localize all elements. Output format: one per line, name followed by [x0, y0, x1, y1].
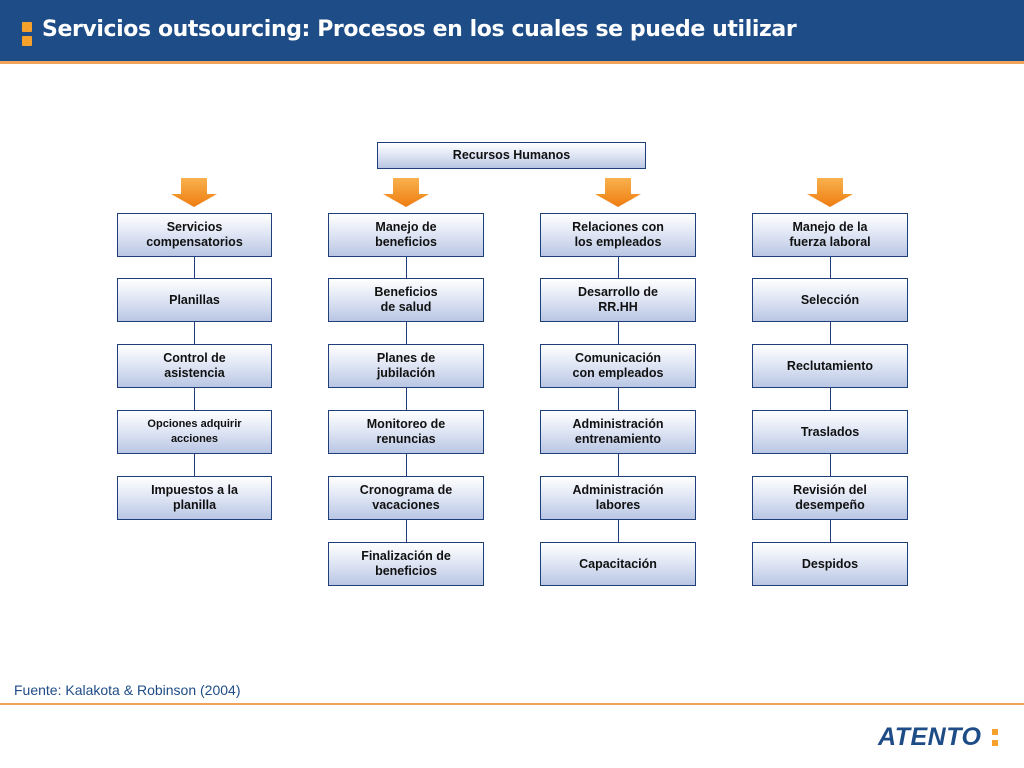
connector-line [830, 520, 831, 542]
col-3-item-node: Comunicación con empleados [540, 344, 696, 388]
connector-line [830, 322, 831, 344]
connector-line [830, 388, 831, 410]
connector-line [406, 454, 407, 476]
connector-line [406, 257, 407, 278]
source-citation: Fuente: Kalakota & Robinson (2004) [14, 682, 241, 698]
col-1-item-node: Control de asistencia [117, 344, 272, 388]
col-4-item-node: Revisión del desempeño [752, 476, 908, 520]
connector-line [618, 388, 619, 410]
logo-wordmark: ATENTO [877, 723, 982, 751]
col-1-item-node: Opciones adquirir acciones [117, 410, 272, 454]
connector-line [618, 322, 619, 344]
connector-line [830, 454, 831, 476]
down-arrow-icon [383, 178, 429, 207]
col-2-item-node: Finalización de beneficios [328, 542, 484, 586]
col-3-item-node: Administración entrenamiento [540, 410, 696, 454]
connector-line [194, 388, 195, 410]
col-2-item-node: Cronograma de vacaciones [328, 476, 484, 520]
connector-line [194, 454, 195, 476]
page-title: Servicios outsourcing: Procesos en los c… [42, 17, 797, 42]
down-arrow-icon [595, 178, 641, 207]
col-2-item-node: Monitoreo de renuncias [328, 410, 484, 454]
col-4-item-node: Despidos [752, 542, 908, 586]
connector-line [194, 257, 195, 278]
connector-line [194, 322, 195, 344]
col-2-item-node: Beneficios de salud [328, 278, 484, 322]
connector-line [618, 454, 619, 476]
connector-line [406, 322, 407, 344]
col-1-item-node: Impuestos a la planilla [117, 476, 272, 520]
connector-line [618, 520, 619, 542]
colon-mark-icon [22, 22, 32, 48]
connector-line [406, 520, 407, 542]
connector-line [406, 388, 407, 410]
col-3-item-node: Capacitación [540, 542, 696, 586]
col-3-head-node: Relaciones con los empleados [540, 213, 696, 257]
title-bar: Servicios outsourcing: Procesos en los c… [0, 0, 1024, 64]
col-2-head-node: Manejo de beneficios [328, 213, 484, 257]
footer-divider [0, 703, 1024, 705]
col-4-item-node: Selección [752, 278, 908, 322]
connector-line [618, 257, 619, 278]
col-4-head-node: Manejo de la fuerza laboral [752, 213, 908, 257]
atento-logo: ATENTO [877, 723, 998, 751]
down-arrow-icon [807, 178, 853, 207]
col-4-item-node: Traslados [752, 410, 908, 454]
col-3-item-node: Desarrollo de RR.HH [540, 278, 696, 322]
col-3-item-node: Administración labores [540, 476, 696, 520]
col-4-item-node: Reclutamiento [752, 344, 908, 388]
col-2-item-node: Planes de jubilación [328, 344, 484, 388]
col-1-head-node: Servicios compensatorios [117, 213, 272, 257]
col-1-item-node: Planillas [117, 278, 272, 322]
connector-line [830, 257, 831, 278]
root-node-recursos-humanos: Recursos Humanos [377, 142, 646, 169]
down-arrow-icon [171, 178, 217, 207]
